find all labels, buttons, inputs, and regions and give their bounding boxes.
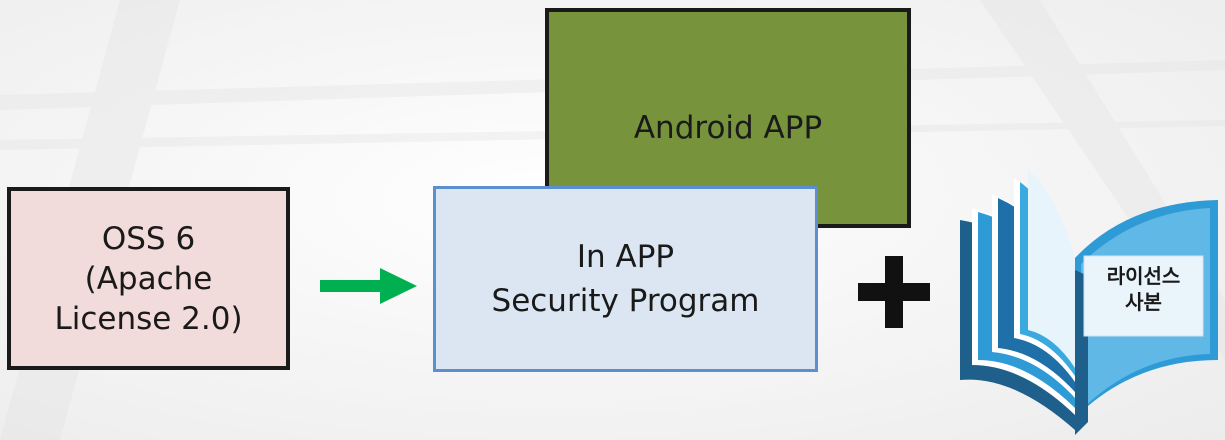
android-app-label: Android APP [633,110,823,146]
inapp-label-line-2: Security Program [491,283,760,319]
oss-label-line-2: (Apache [84,260,213,297]
inapp-label-line-1: In APP [576,239,675,275]
license-label-line-2: 사본 [1125,290,1162,314]
license-copy-label: 라이선스 사본 [1086,263,1201,315]
oss-box: OSS 6 (Apache License 2.0) [7,187,290,370]
right-arrow-icon [320,268,417,304]
open-book-icon [960,170,1218,435]
license-label-line-1: 라이선스 [1106,264,1181,288]
oss-label-line-1: OSS 6 [101,220,196,257]
oss-label-line-3: License 2.0) [54,300,243,337]
in-app-security-program-box: In APP Security Program [433,186,818,372]
plus-icon [858,256,930,328]
